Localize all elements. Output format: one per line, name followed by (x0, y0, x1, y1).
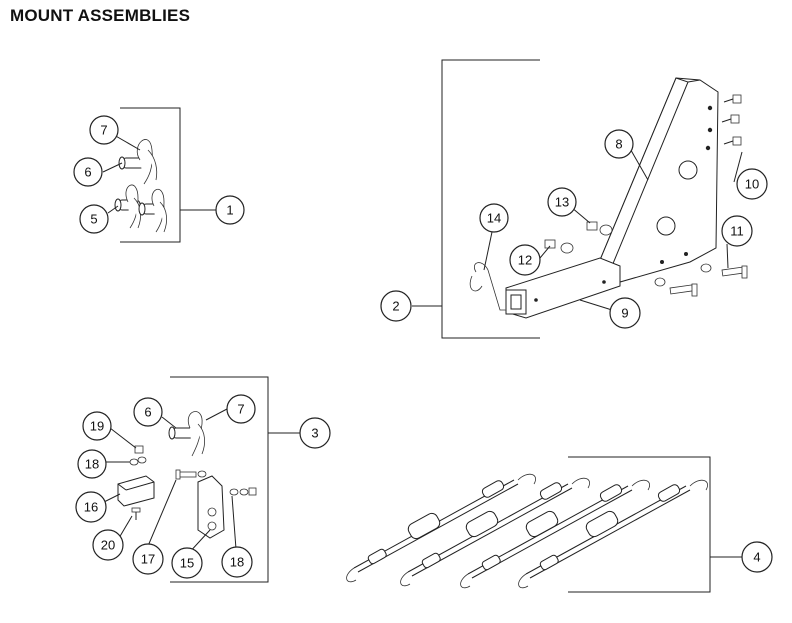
callout-7b-label: 7 (237, 402, 244, 417)
callout-9-label: 9 (621, 306, 628, 321)
callout-7a-label: 7 (100, 123, 107, 138)
assembly-3-group (102, 376, 300, 583)
plate-15 (197, 475, 225, 539)
callout-9: 9 (609, 297, 641, 329)
callout-1: 1 (215, 195, 245, 225)
callout-4: 4 (741, 541, 773, 573)
callout-13-label: 13 (555, 195, 569, 210)
callout-16: 16 (75, 491, 107, 523)
bolts-11 (654, 263, 748, 297)
callout-6a: 6 (73, 157, 103, 187)
strap-4 (518, 479, 708, 589)
callout-2: 2 (380, 290, 412, 322)
strap-2 (400, 477, 590, 587)
callout-12: 12 (509, 244, 541, 276)
callout-20-label: 20 (101, 538, 115, 553)
callout-8-label: 8 (615, 137, 622, 152)
assembly-2-bracket (441, 59, 540, 339)
callout-16-label: 16 (84, 500, 98, 515)
page-title: MOUNT ASSEMBLIES (10, 6, 191, 25)
callout-18a: 18 (77, 449, 107, 479)
callout-8: 8 (604, 129, 634, 159)
callout-19-label: 19 (90, 419, 104, 434)
strap-1 (346, 473, 536, 583)
callout-3-label: 3 (311, 426, 318, 441)
callout-2-label: 2 (392, 299, 399, 314)
assembly-4-group (346, 456, 742, 593)
pin-lower-left (114, 184, 142, 229)
callout-18b: 18 (221, 546, 253, 578)
callout-3: 3 (299, 417, 331, 449)
assembly-1-bracket (120, 107, 181, 243)
callout-13: 13 (547, 187, 577, 217)
callout-11: 11 (721, 215, 753, 247)
assembly-3-bracket (170, 376, 269, 583)
callout-1-label: 1 (226, 203, 233, 218)
callout-17-label: 17 (141, 552, 155, 567)
callout-18a-label: 18 (85, 457, 99, 472)
bolts-10 (721, 94, 742, 146)
callout-6a-label: 6 (84, 165, 91, 180)
callout-18b-label: 18 (230, 555, 244, 570)
callout-7a: 7 (89, 115, 119, 145)
callout-11-label: 11 (730, 224, 744, 239)
pin-assembly-3 (168, 411, 206, 457)
callout-15: 15 (171, 547, 203, 579)
callout-10: 10 (736, 168, 768, 200)
assembly-2-group (412, 59, 748, 339)
callout-5: 5 (79, 204, 109, 234)
hitch-pin (474, 262, 506, 311)
assembly-4-bracket (568, 456, 711, 593)
callout-12-label: 12 (518, 253, 532, 268)
callout-6b: 6 (133, 397, 163, 427)
strap-3 (460, 479, 650, 589)
pin-upper (118, 139, 158, 185)
callout-19: 19 (82, 411, 112, 441)
callout-4-label: 4 (753, 550, 760, 565)
callout-10-label: 10 (745, 177, 759, 192)
callout-6b-label: 6 (144, 405, 151, 420)
callout-7b: 7 (226, 394, 256, 424)
pin-lower-right (138, 188, 168, 233)
callout-5-label: 5 (90, 212, 97, 227)
callout-15-label: 15 (180, 556, 194, 571)
callout-17: 17 (132, 543, 164, 575)
bracket-16 (117, 475, 155, 507)
callout-20: 20 (92, 529, 124, 561)
assembly-1-group (102, 107, 216, 243)
callout-14: 14 (479, 203, 509, 233)
callout-14-label: 14 (487, 211, 501, 226)
